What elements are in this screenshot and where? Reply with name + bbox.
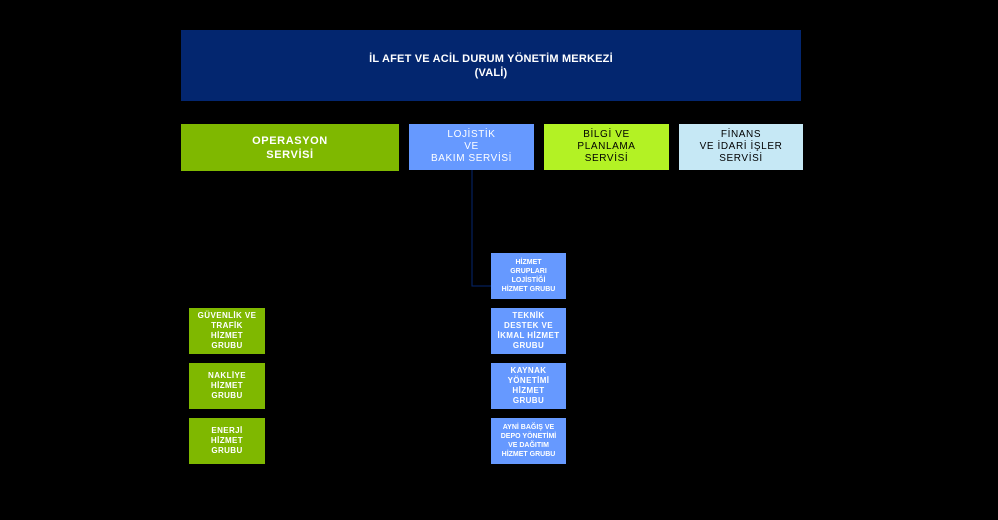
group-label-line: GRUBU xyxy=(512,396,545,405)
ayni-bagis-depo-box: AYNİ BAĞIŞ VE DEPO YÖNETİMİ VE DAĞITIM H… xyxy=(491,418,566,464)
group-label-line: GÜVENLİK VE xyxy=(197,311,257,320)
service-label-line: SERVİSİ xyxy=(266,148,314,161)
lojistik-bakim-servisi-box: LOJİSTİK VE BAKIM SERVİSİ xyxy=(409,124,534,170)
enerji-grubu-box: ENERJİ HİZMET GRUBU xyxy=(189,418,265,464)
group-label-line: ENERJİ xyxy=(211,426,243,435)
group-label-line: HİZMET GRUBU xyxy=(501,286,556,293)
group-label-line: TEKNİK xyxy=(512,311,545,320)
service-label-line: SERVİSİ xyxy=(584,153,629,164)
teknik-destek-ikmal-box: TEKNİK DESTEK VE İKMAL HİZMET GRUBU xyxy=(491,308,566,354)
group-label-line: GRUBU xyxy=(211,341,243,350)
kaynak-yonetimi-box: KAYNAK YÖNETİMİ HİZMET GRUBU xyxy=(491,363,566,409)
group-label-line: DEPO YÖNETİMİ xyxy=(500,433,557,440)
group-label-line: HİZMET xyxy=(512,386,545,395)
service-label-line: LOJİSTİK xyxy=(447,129,496,140)
finans-idari-isler-servisi-box: FİNANS VE İDARİ İŞLER SERVİSİ xyxy=(679,124,803,170)
group-label-line: KAYNAK xyxy=(510,366,547,375)
il-afet-merkezi-box: İL AFET VE ACİL DURUM YÖNETİM MERKEZİ (V… xyxy=(181,30,801,101)
nakliye-grubu-box: NAKLİYE HİZMET GRUBU xyxy=(189,363,265,409)
group-label-line: HİZMET xyxy=(210,436,244,445)
group-label-line: AYNİ BAĞIŞ VE xyxy=(502,424,555,431)
group-label-line: TRAFİK xyxy=(211,321,243,330)
group-label-line: HİZMET xyxy=(210,331,244,340)
group-label-line: GRUBU xyxy=(512,341,545,350)
group-label-line: GRUBU xyxy=(211,391,243,400)
hizmet-gruplari-lojistigi-box: HİZMET GRUPLARI LOJİSTİĞİ HİZMET GRUBU xyxy=(491,253,566,299)
group-label-line: DESTEK VE xyxy=(504,321,553,330)
service-label-line: VE İDARİ İŞLER xyxy=(699,141,783,152)
service-label-line: BAKIM SERVİSİ xyxy=(431,153,512,164)
lojistik-connector xyxy=(471,170,491,287)
top-title-line2: (VALİ) xyxy=(474,66,508,79)
group-label-line: HİZMET xyxy=(210,381,244,390)
group-label-line: NAKLİYE xyxy=(208,371,246,380)
group-label-line: HİZMET GRUBU xyxy=(501,451,556,458)
service-label-line: BİLGİ VE xyxy=(583,129,630,140)
service-label-line: SERVİSİ xyxy=(719,153,763,164)
service-label-line: FİNANS xyxy=(720,129,762,140)
group-label-line: HİZMET xyxy=(515,259,542,266)
group-label-line: YÖNETİMİ xyxy=(507,376,550,385)
operasyon-servisi-box: OPERASYON SERVİSİ xyxy=(181,124,399,171)
bilgi-planlama-servisi-box: BİLGİ VE PLANLAMA SERVİSİ xyxy=(544,124,669,170)
service-label-line: VE xyxy=(464,141,479,152)
group-label-line: GRUBU xyxy=(211,446,243,455)
group-label-line: İKMAL HİZMET xyxy=(497,331,560,340)
guvenlik-trafik-grubu-box: GÜVENLİK VE TRAFİK HİZMET GRUBU xyxy=(189,308,265,354)
group-label-line: GRUPLARI xyxy=(510,268,547,275)
group-label-line: LOJİSTİĞİ xyxy=(511,277,546,284)
group-label-line: VE DAĞITIM xyxy=(508,442,549,449)
top-title-line1: İL AFET VE ACİL DURUM YÖNETİM MERKEZİ xyxy=(369,52,613,65)
service-label-line: PLANLAMA xyxy=(577,141,636,152)
service-label-line: OPERASYON xyxy=(252,134,328,147)
